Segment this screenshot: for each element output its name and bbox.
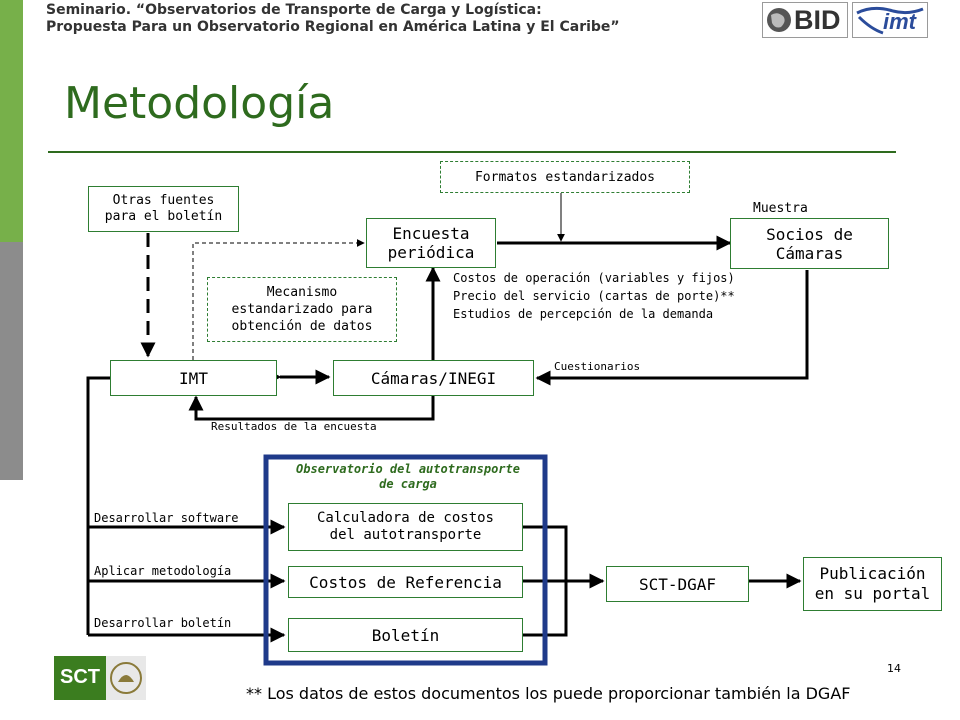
- socios-box: Socios de Cámaras: [730, 218, 889, 269]
- arrow-socios-to-camaras: [535, 270, 809, 386]
- mecanismo-line-2: estandarizado para: [231, 302, 373, 317]
- otras-fuentes-line-2: para el boletín: [104, 209, 223, 224]
- sct-dgaf-box: SCT-DGAF: [606, 566, 749, 602]
- mecanismo-line-3: obtención de datos: [231, 319, 373, 334]
- header-line-2: Propuesta Para un Observatorio Regional …: [46, 19, 620, 35]
- publicacion-line-2: en su portal: [814, 584, 931, 603]
- mecanismo-box: Mecanismo estandarizado para obtención d…: [207, 277, 397, 342]
- observatory-frame: [263, 454, 548, 666]
- calc-output-line: [523, 525, 568, 581]
- calculadora-line-2: del autotransporte: [329, 527, 482, 543]
- mexico-seal-icon: [106, 656, 146, 700]
- boletin-label: Boletín: [371, 625, 440, 645]
- arrow-imt-to-encuesta: [192, 239, 365, 360]
- encuesta-line-1: Encuesta: [392, 224, 470, 243]
- observatorio-title: Observatorio del autotransporte de carga: [272, 462, 544, 492]
- imt-box: IMT: [110, 360, 277, 396]
- camaras-inegi-label: Cámaras/INEGI: [370, 368, 497, 388]
- costos-note-3: Estudios de percepción de la demanda: [453, 307, 714, 321]
- publicacion-box: Publicación en su portal: [803, 557, 942, 611]
- costos-note-2: Precio del servicio (cartas de porte)**: [453, 289, 735, 303]
- imt-label: IMT: [179, 368, 208, 388]
- desarrollar-software-label: Desarrollar software: [94, 511, 239, 525]
- footnote: ** Los datos de estos documentos los pue…: [246, 684, 851, 703]
- boletin-output-line: [523, 581, 568, 637]
- bid-logo: BID: [762, 2, 848, 38]
- page-number: 14: [887, 662, 901, 675]
- boletin-box: Boletín: [288, 618, 523, 652]
- sct-logo-text: SCT: [60, 666, 100, 688]
- costos-referencia-label: Costos de Referencia: [309, 572, 502, 592]
- resultados-label: Resultados de la encuesta: [211, 420, 377, 433]
- page-title: Metodología: [64, 78, 335, 129]
- observatorio-title-line-1: Observatorio del autotransporte: [296, 462, 520, 476]
- formatos-label: Formatos estandarizados: [474, 169, 655, 185]
- imt-swoosh-icon: [856, 6, 924, 35]
- bid-logo-text: BID: [794, 5, 841, 35]
- publicacion-line-1: Publicación: [819, 564, 926, 583]
- encuesta-box: Encuesta periódica: [366, 218, 496, 268]
- cuestionarios-label: Cuestionarios: [554, 360, 641, 373]
- costos-referencia-box: Costos de Referencia: [288, 566, 523, 598]
- desarrollar-boletin-label: Desarrollar boletín: [94, 616, 232, 630]
- costos-notes: Costos de operación (variables y fijos) …: [453, 269, 735, 323]
- costos-note-1: Costos de operación (variables y fijos): [453, 271, 735, 285]
- bid-globe-icon: [767, 8, 791, 32]
- aplicar-metodologia-label: Aplicar metodología: [94, 564, 232, 578]
- seminar-header: Seminario. “Observatorios de Transporte …: [46, 2, 620, 36]
- camaras-inegi-box: Cámaras/INEGI: [333, 360, 534, 396]
- title-divider: [48, 151, 896, 153]
- otras-fuentes-box: Otras fuentes para el boletín: [88, 186, 239, 232]
- mecanismo-line-1: Mecanismo: [266, 285, 338, 300]
- calculadora-box: Calculadora de costos del autotransporte: [288, 503, 523, 551]
- imt-logo: imt: [852, 2, 928, 38]
- sct-dgaf-label: SCT-DGAF: [638, 574, 717, 594]
- imt-logo-text: imt: [883, 9, 916, 34]
- imt-left-trunk: [86, 376, 110, 635]
- header-line-1: Seminario. “Observatorios de Transporte …: [46, 2, 542, 18]
- side-accent-bar-gray: [0, 242, 23, 480]
- formatos-box: Formatos estandarizados: [440, 161, 690, 193]
- sct-logo: SCT: [54, 656, 146, 700]
- encuesta-line-2: periódica: [387, 243, 475, 262]
- otras-fuentes-line-1: Otras fuentes: [112, 193, 215, 208]
- socios-line-1: Socios de: [766, 224, 853, 244]
- muestra-label: Muestra: [753, 201, 808, 216]
- side-accent-bar-green: [0, 0, 23, 242]
- socios-line-2: Cámaras: [775, 243, 844, 263]
- calculadora-line-1: Calculadora de costos: [316, 510, 494, 526]
- observatorio-title-line-2: de carga: [379, 477, 437, 491]
- arrow-resultados-to-imt: [188, 395, 435, 421]
